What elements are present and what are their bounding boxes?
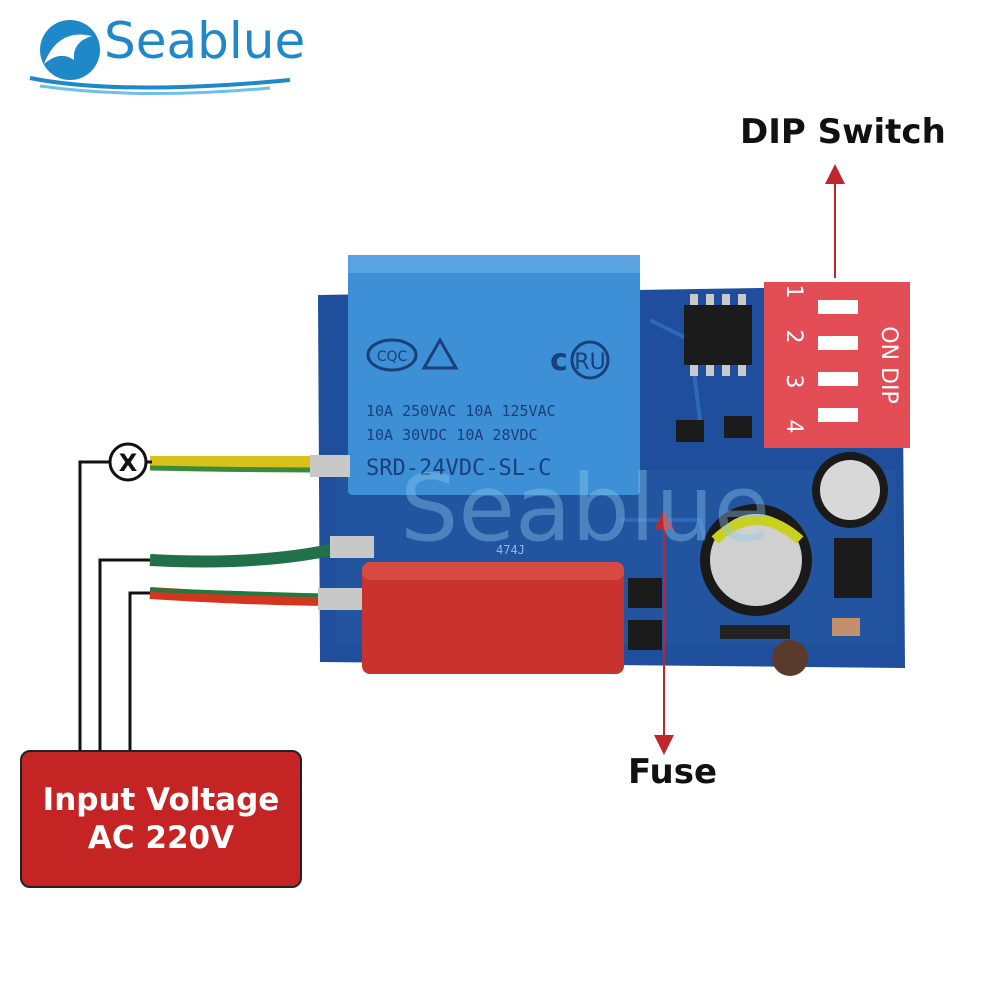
smd-transistor bbox=[834, 538, 872, 598]
relay-rating-line1: 10A 250VAC 10A 125VAC bbox=[366, 402, 556, 420]
switch-marker-icon: X bbox=[108, 442, 148, 482]
svg-text:c: c bbox=[550, 343, 568, 378]
relay-cqc-mark: CQC bbox=[377, 349, 408, 365]
smd-component bbox=[628, 620, 662, 650]
film-capacitor: 474J bbox=[362, 543, 624, 674]
dip-on-dip-text: ON DIP bbox=[876, 326, 901, 403]
input-wires bbox=[149, 455, 374, 610]
smd-component bbox=[676, 420, 704, 442]
input-voltage-box: Input Voltage AC 220V bbox=[20, 750, 302, 888]
relay-model: SRD-24VDC-SL-C bbox=[366, 456, 551, 481]
dip-switch-label: DIP Switch bbox=[740, 112, 946, 152]
brand-watermark: Seablue bbox=[400, 455, 771, 562]
smd-component bbox=[724, 416, 752, 438]
smd-resistor bbox=[832, 618, 860, 636]
electrolytic-capacitor bbox=[700, 452, 888, 616]
svg-text:RU: RU bbox=[574, 350, 605, 375]
ic-chip bbox=[684, 294, 752, 376]
dip-switch: 1 2 3 4 ON DIP bbox=[764, 282, 910, 448]
brand-logo-text: Seablue bbox=[104, 12, 306, 70]
logo-wave-icon bbox=[29, 20, 291, 96]
relay: CQC c RU 10A 250VAC 10A 125VAC 10A 30VDC… bbox=[348, 255, 640, 495]
fuse-component bbox=[720, 625, 808, 676]
capacitor-marking: 474J bbox=[496, 543, 525, 557]
fuse-label: Fuse bbox=[628, 752, 718, 792]
smd-component bbox=[628, 578, 662, 608]
switch-marker-label: X bbox=[119, 449, 138, 477]
svg-text:1 2 3 4: 1 2 3 4 bbox=[781, 285, 806, 446]
relay-rating-line2: 10A 30VDC 10A 28VDC bbox=[366, 426, 538, 444]
input-voltage-line1: Input Voltage bbox=[42, 782, 280, 818]
input-voltage-line2: AC 220V bbox=[87, 820, 235, 856]
schematic-lines bbox=[78, 460, 152, 750]
